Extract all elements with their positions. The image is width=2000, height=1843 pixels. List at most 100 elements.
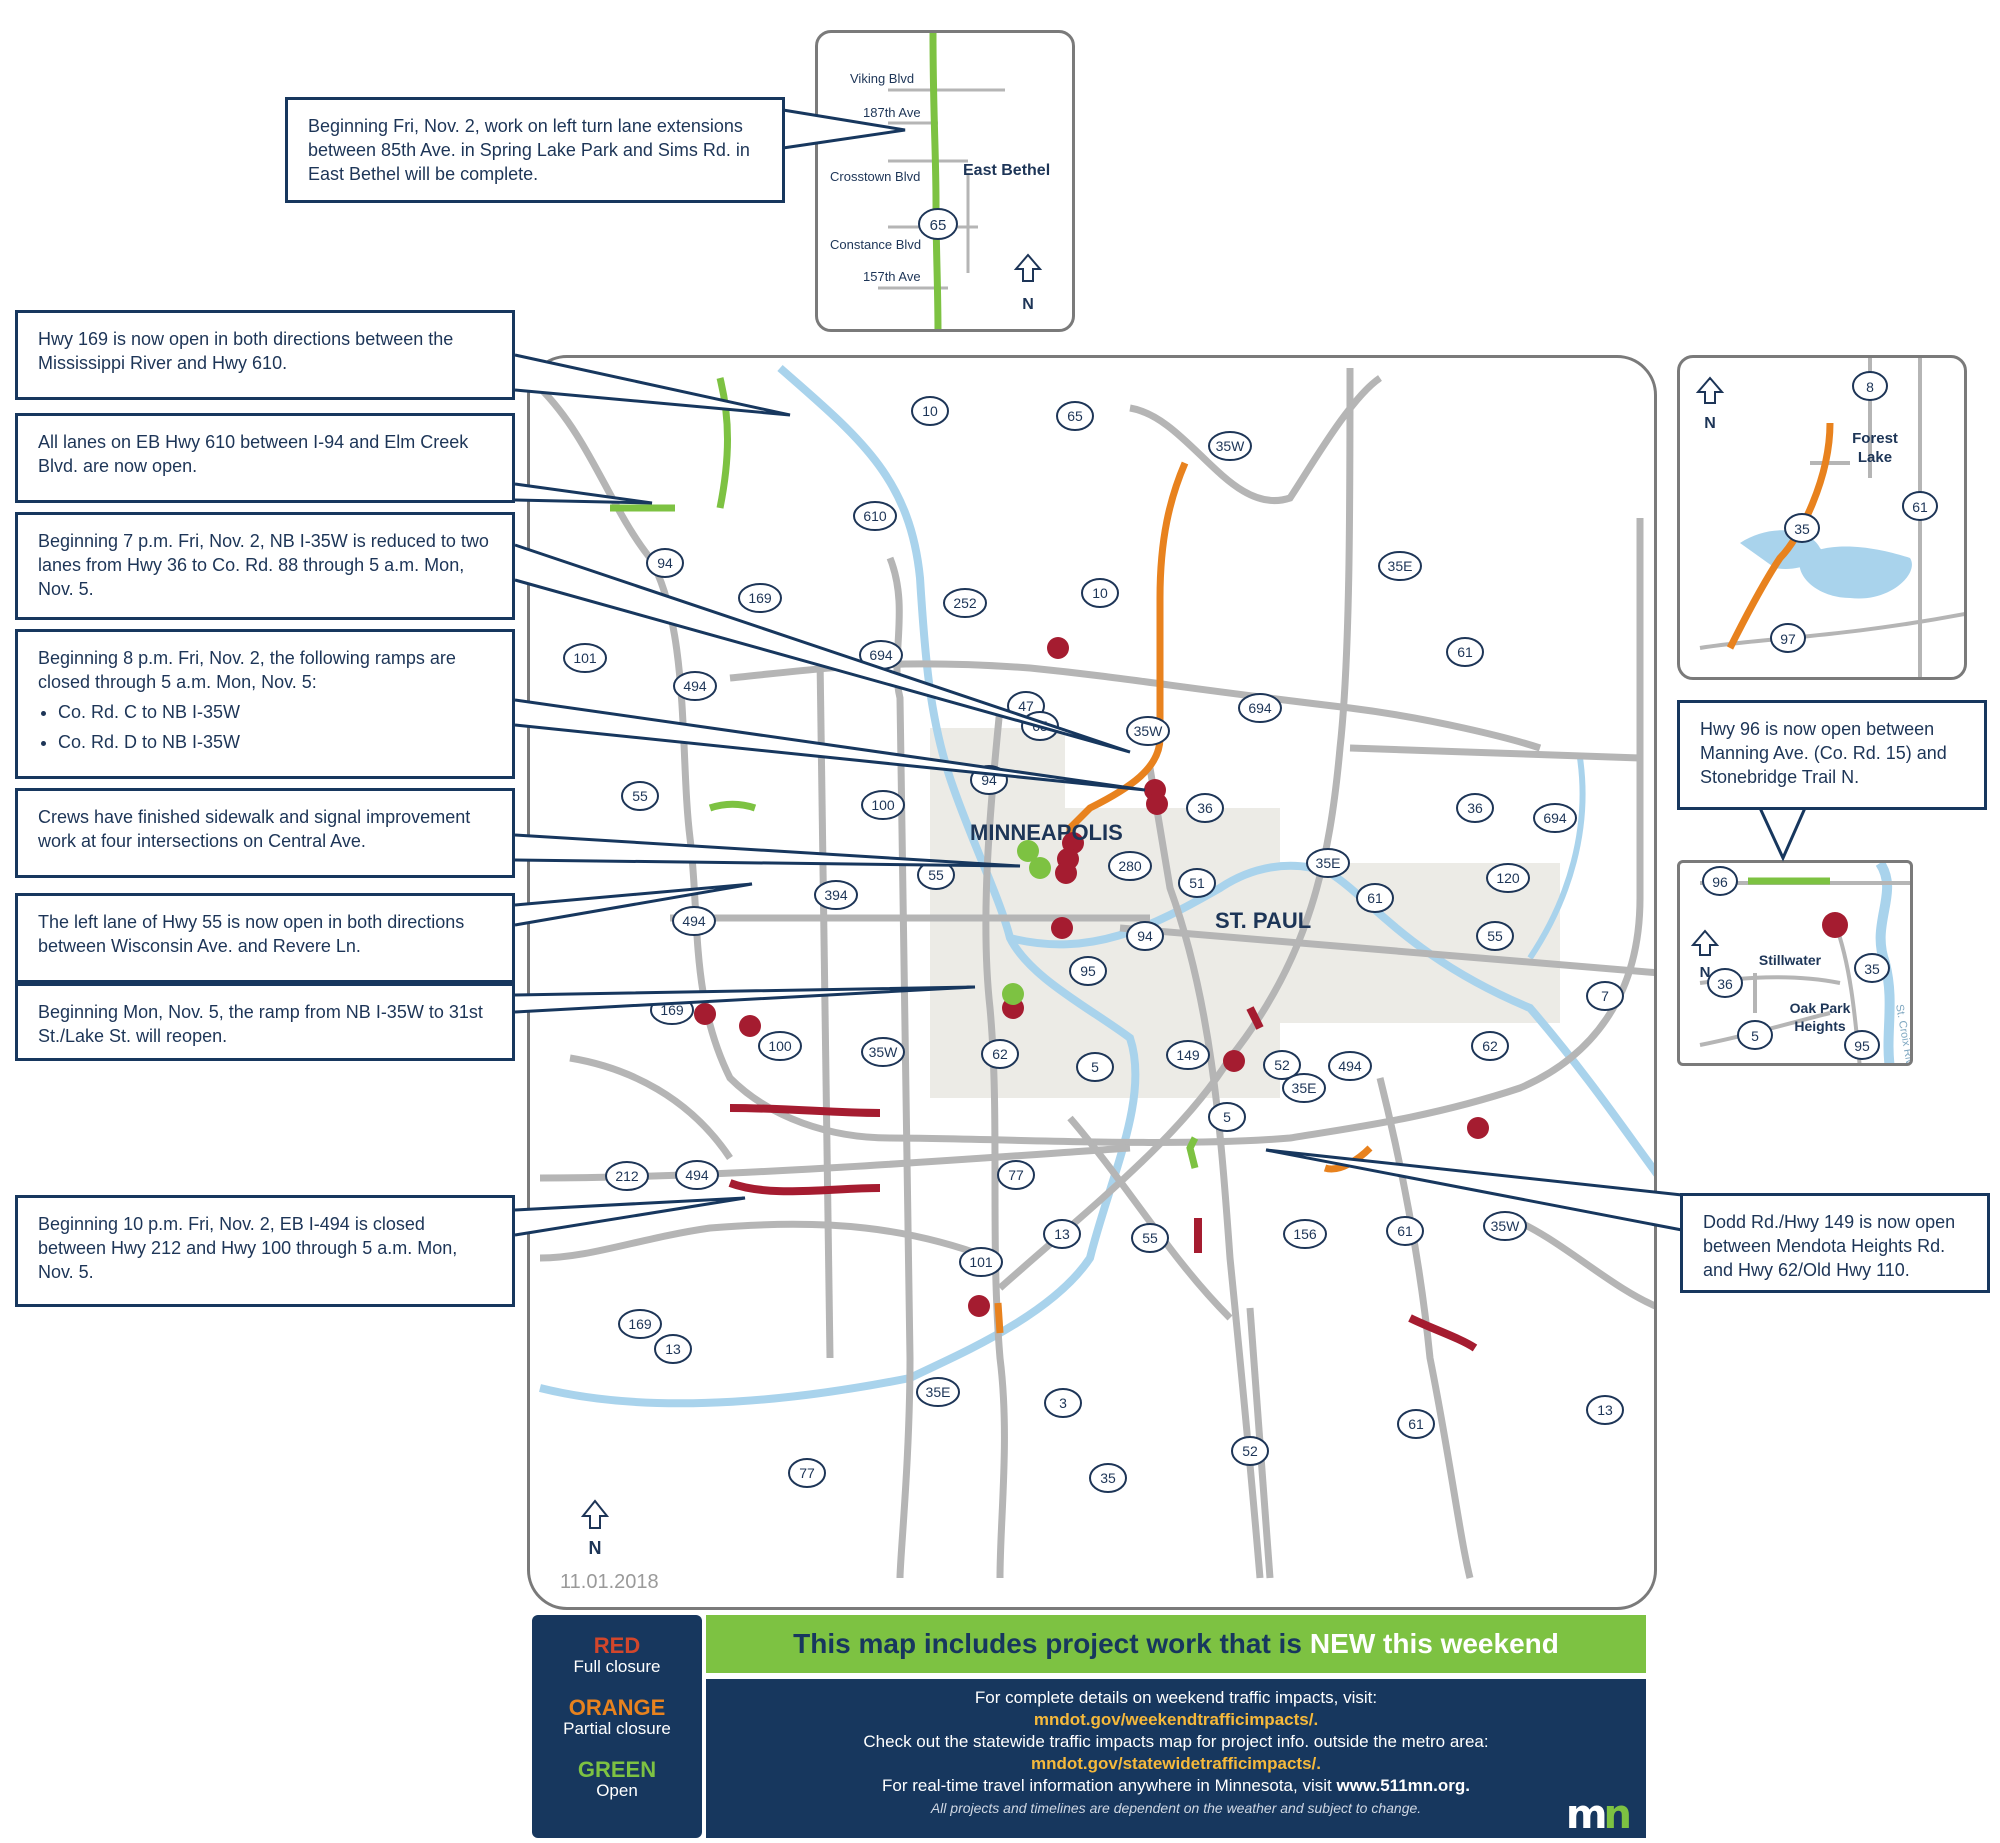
svg-text:169: 169 [628,1316,652,1332]
route-shield: 10 [1081,578,1119,608]
svg-text:35W: 35W [1491,1218,1521,1234]
city-label: MINNEAPOLIS [970,820,1123,845]
svg-text:35: 35 [1794,521,1810,537]
route-shield: 65 [1021,711,1059,741]
inset-forest-lake-map: N Forest Lake 8 35 61 97 [1695,358,1964,677]
svg-text:120: 120 [1496,870,1520,886]
route-shield: 62 [1471,1031,1509,1061]
route-shield: 61 [1902,491,1938,521]
route-shield: 3 [1044,1388,1082,1418]
route-shield: 120 [1486,863,1530,893]
route-shield: 169 [618,1309,662,1339]
svg-text:101: 101 [573,650,597,666]
svg-text:694: 694 [1248,700,1272,716]
route-shield: 77 [788,1458,826,1488]
inset-east-bethel-map: Viking Blvd 187th Ave Crosstown Blvd Con… [830,33,1050,329]
route-shield: 51 [1178,868,1216,898]
callout-text: Beginning Fri, Nov. 2, work on left turn… [308,116,750,184]
statewide-impacts-link[interactable]: mndot.gov/statewidetrafficimpacts/. [1031,1754,1321,1773]
svg-text:94: 94 [1137,928,1153,944]
svg-text:52: 52 [1242,1443,1258,1459]
route-shield: 36 [1707,968,1743,998]
route-number: 65 [930,217,947,234]
route-shield: 55 [917,860,955,890]
city-label: East Bethel [963,162,1050,179]
511-link[interactable]: www.511mn.org. [1336,1776,1470,1795]
place-label: Oak Park [1790,1000,1851,1016]
route-shield: 97 [1770,623,1806,653]
street-label: 187th Ave [863,105,921,120]
list-item: Co. Rd. C to NB I-35W [58,700,492,724]
callout-text: All lanes on EB Hwy 610 between I-94 and… [38,432,469,476]
svg-text:47: 47 [1018,698,1034,714]
banner-text: This map includes project work that is [793,1628,1302,1659]
svg-text:35W: 35W [869,1044,899,1060]
svg-text:8: 8 [1866,379,1874,395]
info-line: Check out the statewide traffic impacts … [863,1732,1489,1751]
route-shield: 13 [1043,1219,1081,1249]
info-panel: For complete details on weekend traffic … [706,1679,1646,1838]
callout-i494: Beginning 10 p.m. Fri, Nov. 2, EB I-494 … [15,1195,515,1307]
svg-text:94: 94 [981,772,997,788]
route-shield: 77 [997,1160,1035,1190]
route-shield: 35E [1378,551,1422,581]
route-shield: 62 [981,1039,1019,1069]
route-shield: 61 [1397,1409,1435,1439]
route-shield: 494 [672,906,716,936]
route-shield [918,208,958,240]
route-shield: 10 [911,396,949,426]
svg-text:3: 3 [1059,1395,1067,1411]
route-shield: 5 [1076,1052,1114,1082]
route-shield: 13 [654,1334,692,1364]
callout-text: Beginning 7 p.m. Fri, Nov. 2, NB I-35W i… [38,531,489,599]
legend-red-key: RED [593,1633,641,1658]
svg-text:61: 61 [1397,1223,1413,1239]
svg-text:35W: 35W [1134,723,1164,739]
place-label: Heights [1794,1018,1846,1034]
svg-text:100: 100 [871,797,895,813]
inset-east-bethel: Viking Blvd 187th Ave Crosstown Blvd Con… [815,30,1075,332]
svg-text:35E: 35E [1388,558,1413,574]
callout-text: The left lane of Hwy 55 is now open in b… [38,912,465,956]
svg-text:94: 94 [657,555,673,571]
street-label: Constance Blvd [830,237,921,252]
route-shield: 610 [853,501,897,531]
svg-text:35E: 35E [1292,1080,1317,1096]
route-shield: 52 [1231,1436,1269,1466]
svg-text:394: 394 [824,887,848,903]
legend-green-key: GREEN [577,1757,657,1782]
svg-text:5: 5 [1751,1028,1759,1044]
route-shield: 94 [646,548,684,578]
weekend-impacts-link[interactable]: mndot.gov/weekendtrafficimpacts/. [1033,1710,1319,1729]
svg-text:61: 61 [1912,499,1928,515]
svg-text:55: 55 [928,867,944,883]
callout-ramps: Beginning 8 p.m. Fri, Nov. 2, the follow… [15,629,515,779]
route-shield: 95 [1069,956,1107,986]
svg-text:95: 95 [1080,963,1096,979]
svg-text:55: 55 [1487,928,1503,944]
route-shield: 252 [943,588,987,618]
svg-text:35W: 35W [1216,438,1246,454]
svg-text:610: 610 [863,508,887,524]
route-shield: 494 [1328,1051,1372,1081]
svg-text:169: 169 [660,1002,684,1018]
north-label: N [589,1538,602,1558]
svg-text:494: 494 [682,913,706,929]
route-shield: 494 [673,671,717,701]
route-shield: 94 [970,765,1008,795]
city-label: Forest [1852,430,1898,447]
mndot-logo: mn [1565,1792,1632,1838]
place-label: Stillwater [1759,952,1822,968]
svg-text:61: 61 [1408,1416,1424,1432]
route-shield: 35 [1854,953,1890,983]
svg-text:35E: 35E [926,1384,951,1400]
svg-text:65: 65 [1032,718,1048,734]
route-shield: 280 [1108,851,1152,881]
route-shield: 694 [859,640,903,670]
street-label: Crosstown Blvd [830,169,920,184]
inset-stillwater-map: N Stillwater Oak Park Heights St. Croix … [1690,863,1910,1063]
new-work-banner: This map includes project work that is N… [706,1615,1646,1673]
callout-text: Crews have finished sidewalk and signal … [38,807,471,851]
route-shield: 35W [1208,431,1252,461]
